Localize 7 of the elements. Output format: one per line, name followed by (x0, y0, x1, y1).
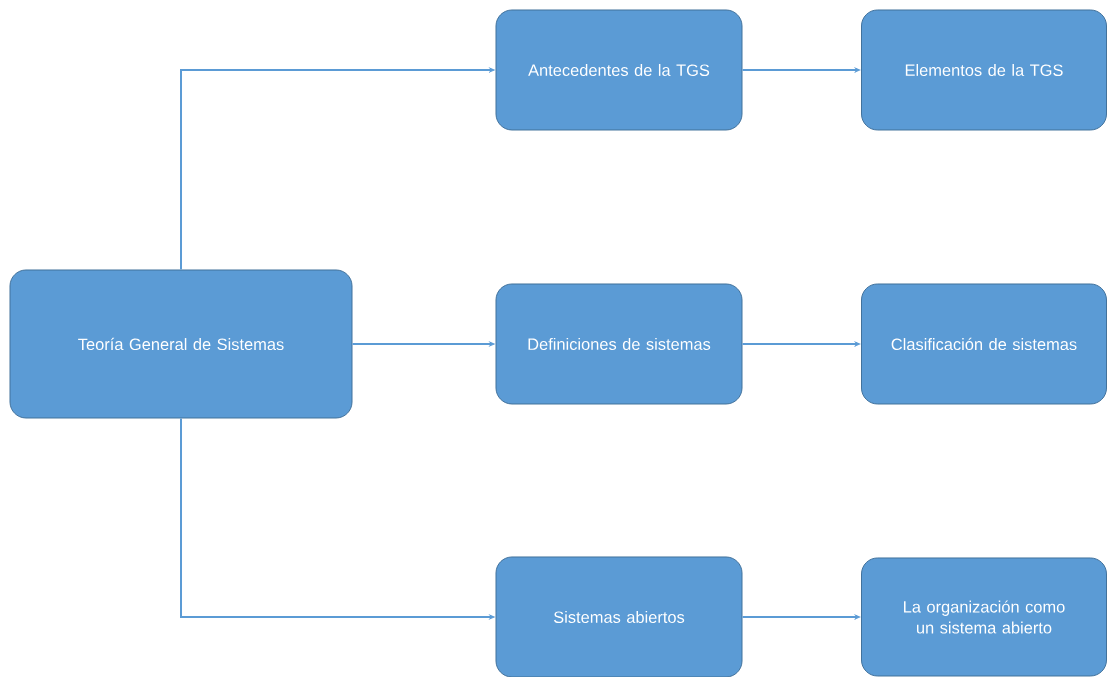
process-box: Teoría General de Sistemas (9, 269, 353, 419)
process-box: La organización como un sistema abierto (861, 557, 1107, 677)
process-box: Definiciones de sistemas (495, 283, 743, 405)
process-box: Elementos de la TGS (861, 9, 1107, 131)
process-box: Sistemas abiertos (495, 556, 743, 677)
process-box: Antecedentes de la TGS (495, 9, 743, 131)
process-box: Clasificación de sistemas (861, 283, 1107, 405)
